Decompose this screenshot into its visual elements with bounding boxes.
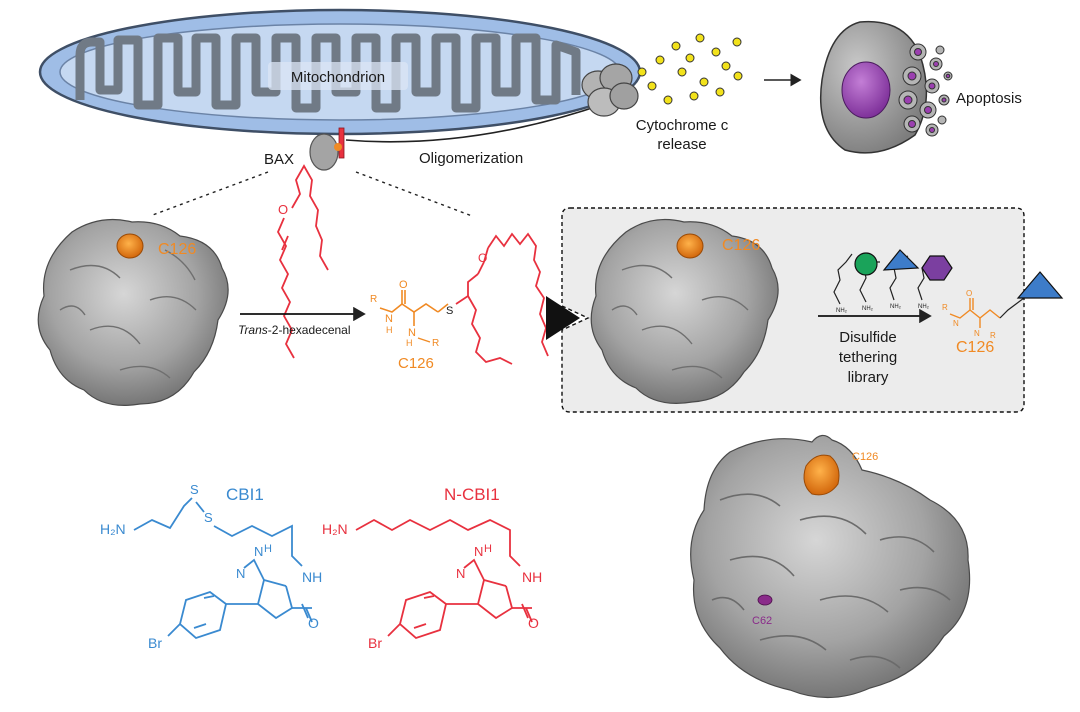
cytochrome-c-dots bbox=[637, 33, 743, 105]
tether-label-2: tethering bbox=[839, 349, 897, 366]
ncbi1-label: N-CBI1 bbox=[444, 485, 500, 504]
c62-site bbox=[757, 594, 773, 606]
c126-surface-label-2: C126 bbox=[722, 237, 760, 254]
ncbi1-pyrazole-nh: N bbox=[474, 544, 483, 559]
c126-surface-label-3: C126 bbox=[852, 451, 878, 463]
ncbi1-amide-nh: NH bbox=[522, 569, 542, 585]
adduct-o2: O bbox=[478, 251, 487, 265]
cbi1-carbonyl-o: O bbox=[308, 615, 319, 631]
c62-label: C62 bbox=[752, 615, 772, 627]
bax-surface-1: C126 bbox=[37, 218, 229, 406]
ncbi1-amine: H₂N bbox=[322, 521, 348, 537]
reagent-label: Trans-2-hexadecenal bbox=[238, 323, 351, 337]
tether-n: N bbox=[953, 319, 959, 328]
lib-nh2-4: NH₂ bbox=[918, 304, 930, 310]
adduct-nh: N bbox=[408, 327, 416, 339]
purple-hexagon-fragment bbox=[921, 255, 953, 281]
cbi1-amide-nh: NH bbox=[302, 569, 322, 585]
ncbi1-carbonyl-o: O bbox=[528, 615, 539, 631]
ncbi1-structure: N-CBI1 H₂N NH O N N H Br bbox=[322, 485, 542, 651]
play-arrow-icon bbox=[546, 296, 580, 340]
cbi1-br: Br bbox=[148, 635, 162, 651]
c126-tether-label: C126 bbox=[956, 339, 994, 356]
tether-label-1: Disulfide bbox=[839, 329, 897, 346]
zoom-line-left bbox=[149, 171, 269, 217]
green-circle-fragment bbox=[854, 252, 878, 276]
adduct-r1: R bbox=[370, 294, 377, 305]
mitochondrion-label: Mitochondrion bbox=[291, 69, 385, 86]
c126-surface-label-1: C126 bbox=[158, 241, 196, 258]
adduct-r2: R bbox=[432, 338, 439, 349]
adduct-n1: N bbox=[385, 313, 393, 325]
apoptosis-label: Apoptosis bbox=[956, 90, 1022, 107]
cbi1-s2: S bbox=[204, 510, 213, 525]
oligomerization-label: Oligomerization bbox=[419, 150, 523, 167]
c126-adduct-structure: R N H O N H R S O C126 bbox=[370, 232, 549, 372]
bax-protein: BAX bbox=[264, 127, 345, 171]
tether-nh: N bbox=[974, 329, 980, 338]
apoptotic-cell: Apoptosis bbox=[819, 20, 1022, 154]
ncbi1-pyrazole-n: N bbox=[456, 566, 465, 581]
hexadecenal-oxygen: O bbox=[278, 202, 288, 217]
bax-surface-3: C126 C62 bbox=[690, 434, 971, 699]
c126-adduct-label: C126 bbox=[398, 355, 434, 372]
tether-r1: R bbox=[942, 303, 948, 312]
oligomerization-arrow: Oligomerization bbox=[345, 101, 606, 167]
cytochrome-label-1: Cytochrome c bbox=[636, 117, 729, 134]
cbi1-pyrazole-n: N bbox=[236, 566, 245, 581]
cbi1-s1: S bbox=[190, 482, 199, 497]
tethering-panel: C126 NH₂ NH₂ NH₂ NH₂ Disulfide tethering… bbox=[561, 207, 1064, 413]
cbi1-pyrazole-nh: N bbox=[254, 544, 263, 559]
bax-pore-icon bbox=[581, 63, 639, 117]
lib-nh2-3: NH₂ bbox=[890, 304, 902, 310]
cbi1-pyrazole-h: H bbox=[264, 543, 272, 555]
cbi1-amine: H₂N bbox=[100, 521, 126, 537]
adduct-h2: H bbox=[406, 338, 413, 348]
ncbi1-br: Br bbox=[368, 635, 382, 651]
adduct-s: S bbox=[446, 305, 453, 317]
tether-label-3: library bbox=[848, 369, 889, 386]
tethered-triangle-fragment bbox=[1016, 271, 1064, 299]
tether-o: O bbox=[966, 289, 972, 298]
mitochondrion: Mitochondrion bbox=[38, 8, 642, 136]
lib-nh2-1: NH₂ bbox=[836, 308, 848, 314]
lib-nh2-2: NH₂ bbox=[862, 306, 874, 312]
cbi1-structure: CBI1 H₂N S S NH O N N H Br bbox=[100, 482, 322, 651]
blue-triangle-fragment bbox=[882, 249, 920, 271]
bax-label: BAX bbox=[264, 151, 294, 168]
zoom-line-right bbox=[355, 171, 473, 217]
tether-r2: R bbox=[990, 331, 996, 340]
adduct-o: O bbox=[399, 279, 408, 291]
adduct-h1: H bbox=[386, 325, 393, 335]
ncbi1-pyrazole-h: H bbox=[484, 543, 492, 555]
cytochrome-label-2: release bbox=[657, 136, 706, 153]
hexadecenal-structure: O bbox=[276, 164, 329, 359]
cbi1-label: CBI1 bbox=[226, 485, 264, 504]
